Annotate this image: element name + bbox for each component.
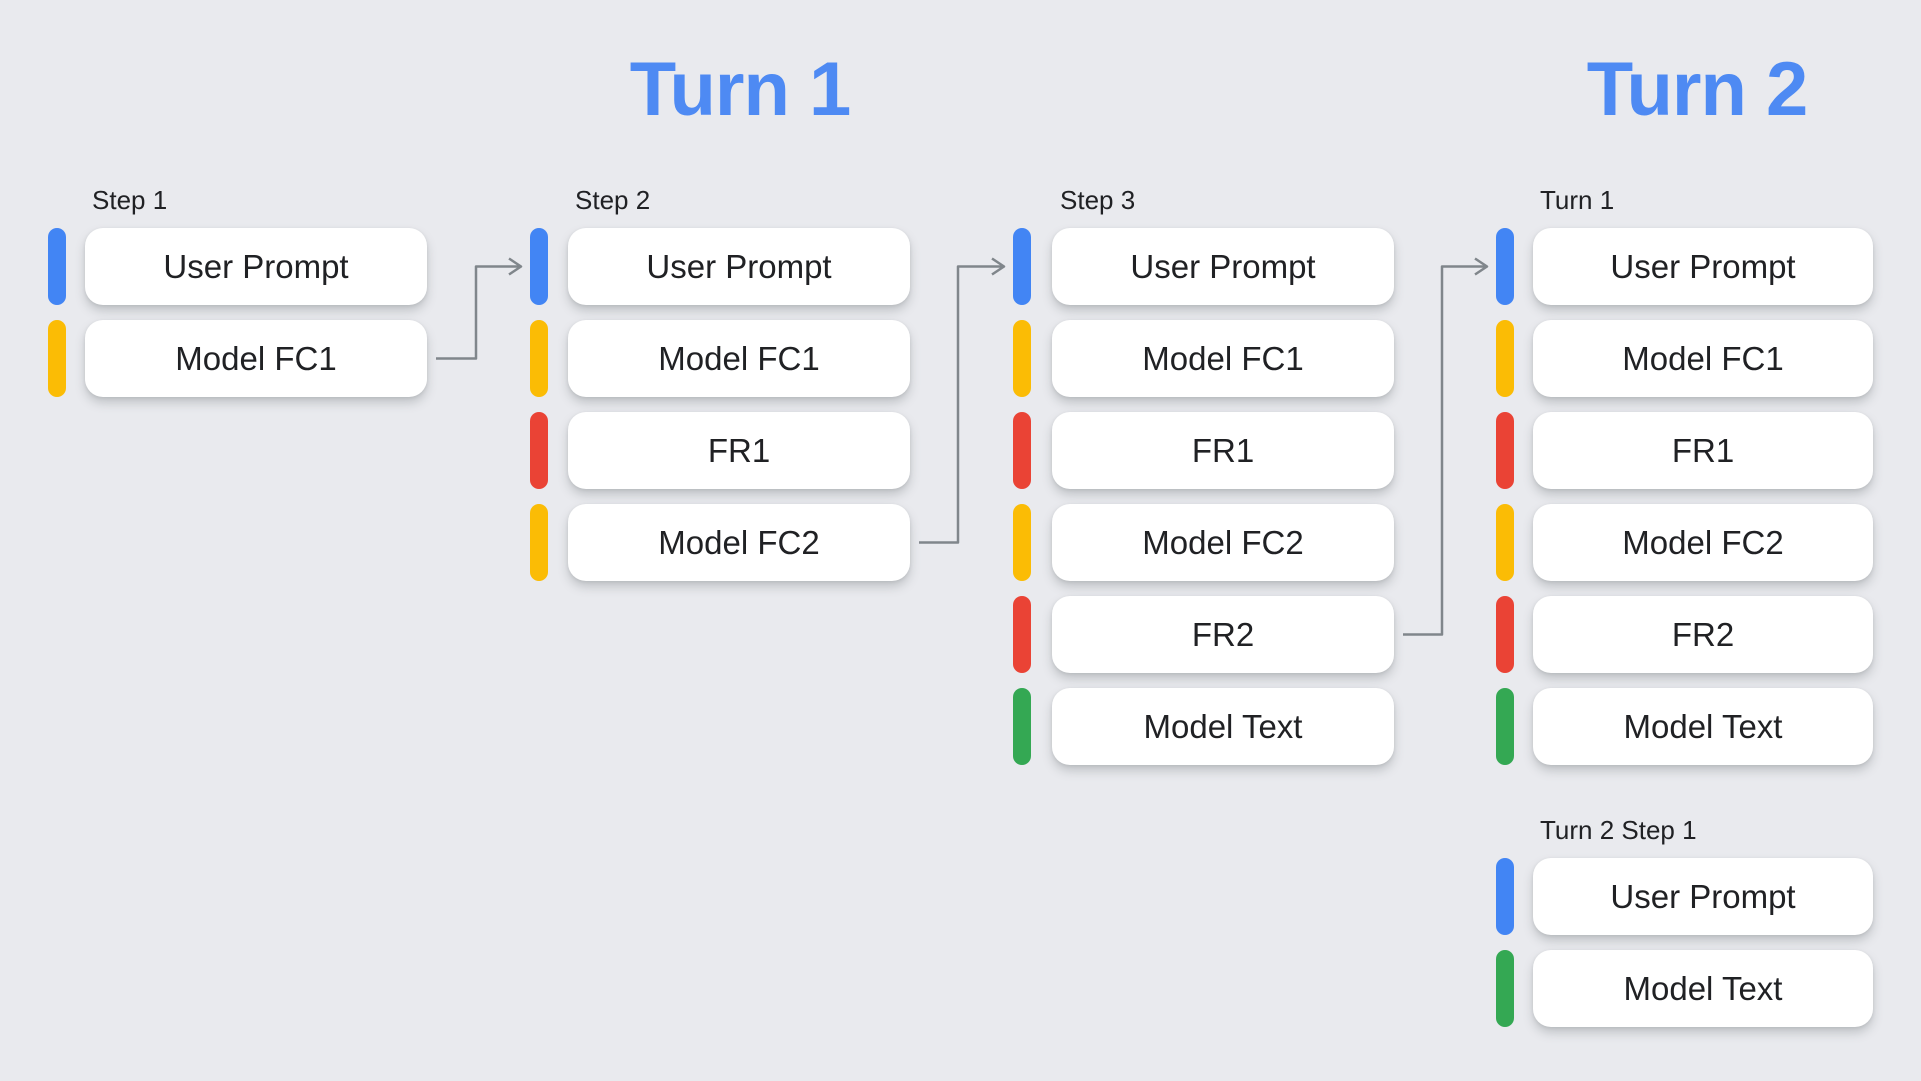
card-model-fc1: Model FC1 (568, 320, 910, 397)
connector-arrow-1 (919, 257, 1006, 544)
card-color-bar-yellow (1496, 320, 1514, 397)
card-color-bar-red (1013, 412, 1031, 489)
card-color-bar-yellow (530, 504, 548, 581)
connector-arrow-0 (436, 257, 523, 360)
card-model-fc2: Model FC2 (568, 504, 910, 581)
card-model-text: Model Text (1052, 688, 1394, 765)
card-fr2: FR2 (1533, 596, 1873, 673)
card-model-fc1: Model FC1 (1052, 320, 1394, 397)
card-color-bar-blue (48, 228, 66, 305)
card-color-bar-red (1496, 596, 1514, 673)
card-color-bar-yellow (1013, 504, 1031, 581)
group-label: Turn 1 (1540, 185, 1615, 215)
card-fr2: FR2 (1052, 596, 1394, 673)
card-user-prompt: User Prompt (1052, 228, 1394, 305)
card-fr1: FR1 (1533, 412, 1873, 489)
card-color-bar-red (530, 412, 548, 489)
connector-arrow-2 (1403, 257, 1489, 636)
card-color-bar-blue (1496, 858, 1514, 935)
card-color-bar-yellow (48, 320, 66, 397)
card-color-bar-green (1013, 688, 1031, 765)
card-color-bar-blue (530, 228, 548, 305)
card-color-bar-yellow (1496, 504, 1514, 581)
card-color-bar-red (1013, 596, 1031, 673)
group-label: Step 2 (575, 185, 651, 215)
card-model-fc2: Model FC2 (1052, 504, 1394, 581)
card-user-prompt: User Prompt (568, 228, 910, 305)
group-label: Turn 2 Step 1 (1540, 815, 1697, 845)
card-model-fc2: Model FC2 (1533, 504, 1873, 581)
card-user-prompt: User Prompt (1533, 228, 1873, 305)
card-color-bar-green (1496, 688, 1514, 765)
card-color-bar-green (1496, 950, 1514, 1027)
card-user-prompt: User Prompt (1533, 858, 1873, 935)
group-label: Step 1 (92, 185, 168, 215)
card-model-text: Model Text (1533, 950, 1873, 1027)
card-model-fc1: Model FC1 (1533, 320, 1873, 397)
card-color-bar-blue (1496, 228, 1514, 305)
card-color-bar-yellow (530, 320, 548, 397)
card-model-fc1: Model FC1 (85, 320, 427, 397)
card-model-text: Model Text (1533, 688, 1873, 765)
card-color-bar-red (1496, 412, 1514, 489)
turn-2-title: Turn 2 (1586, 47, 1809, 132)
card-fr1: FR1 (1052, 412, 1394, 489)
card-color-bar-blue (1013, 228, 1031, 305)
card-user-prompt: User Prompt (85, 228, 427, 305)
turn-1-title: Turn 1 (629, 47, 852, 132)
group-label: Step 3 (1060, 185, 1136, 215)
card-fr1: FR1 (568, 412, 910, 489)
card-color-bar-yellow (1013, 320, 1031, 397)
